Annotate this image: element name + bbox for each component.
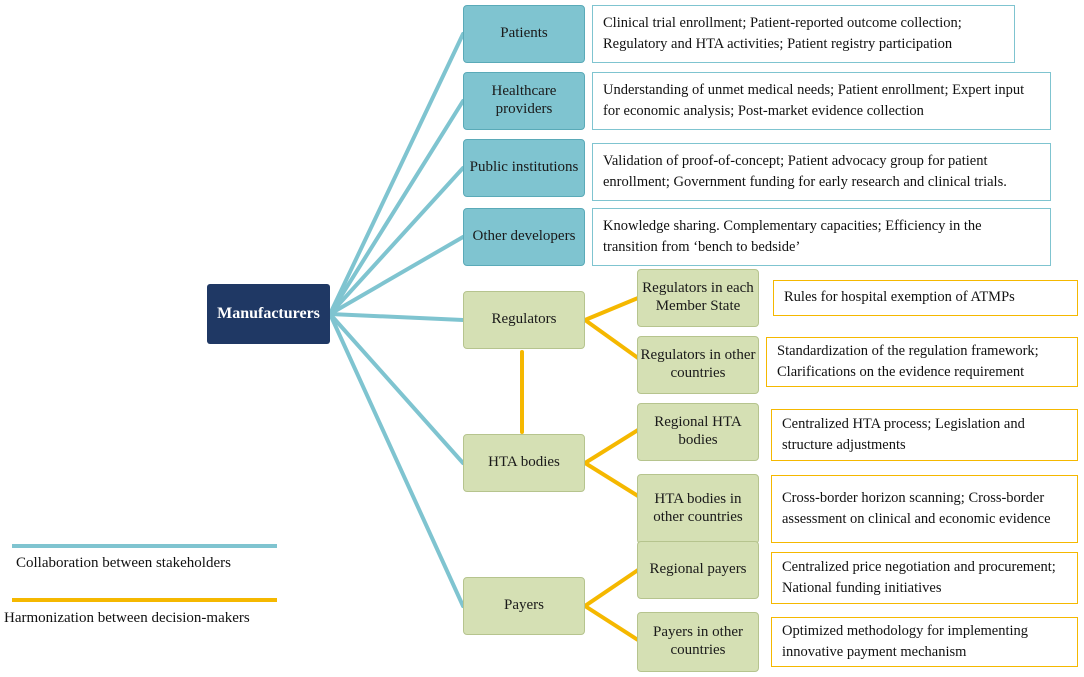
legend-collaboration-swatch (12, 544, 277, 548)
regulators-member-state-desc: Rules for hospital exemption of ATMPs (773, 280, 1078, 316)
stakeholder-patients: Patients (463, 5, 585, 63)
sub-regulators-other-countries: Regulators in other countries (637, 336, 759, 394)
link-other-dev (328, 235, 465, 316)
link-regulators (328, 312, 465, 322)
manufacturers-node: Manufacturers (207, 284, 330, 344)
link-public (328, 166, 465, 316)
stakeholder-public-institutions: Public institutions (463, 139, 585, 197)
regional-payers-desc: Centralized price negotiation and procur… (771, 552, 1078, 604)
legend-harmonization-swatch (12, 598, 277, 602)
healthcare-providers-desc: Understanding of unmet medical needs; Pa… (592, 72, 1051, 130)
bracket-hta (581, 428, 640, 498)
decision-maker-regulators: Regulators (463, 291, 585, 349)
legend-collaboration-label: Collaboration between stakeholders (16, 555, 231, 571)
bracket-payers (581, 568, 640, 642)
sub-regional-hta-bodies: Regional HTA bodies (637, 403, 759, 461)
regional-hta-desc: Centralized HTA process; Legislation and… (771, 409, 1078, 461)
legend-harmonization-label: Harmonization between decision-makers (4, 610, 250, 626)
payers-other-countries-desc: Optimized methodology for implementing i… (771, 617, 1078, 667)
link-patients (328, 32, 465, 316)
sub-regulators-member-state: Regulators in each Member State (637, 269, 759, 327)
decision-maker-payers: Payers (463, 577, 585, 635)
stakeholder-healthcare-providers: Healthcare providers (463, 72, 585, 130)
sub-payers-other-countries: Payers in other countries (637, 612, 759, 672)
regulators-other-countries-desc: Standardization of the regulation framew… (766, 337, 1078, 387)
link-hta (328, 312, 465, 465)
bracket-regulators (580, 296, 640, 360)
sub-hta-bodies-other-countries: HTA bodies in other countries (637, 474, 759, 544)
link-payers (328, 312, 465, 608)
public-institutions-desc: Validation of proof-of-concept; Patient … (592, 143, 1051, 201)
hta-other-countries-desc: Cross-border horizon scanning; Cross-bor… (771, 475, 1078, 543)
other-developers-desc: Knowledge sharing. Complementary capacit… (592, 208, 1051, 266)
sub-regional-payers: Regional payers (637, 541, 759, 599)
patients-desc: Clinical trial enrollment; Patient-repor… (592, 5, 1015, 63)
link-healthcare (328, 99, 465, 316)
decision-maker-hta-bodies: HTA bodies (463, 434, 585, 492)
stakeholder-other-developers: Other developers (463, 208, 585, 266)
